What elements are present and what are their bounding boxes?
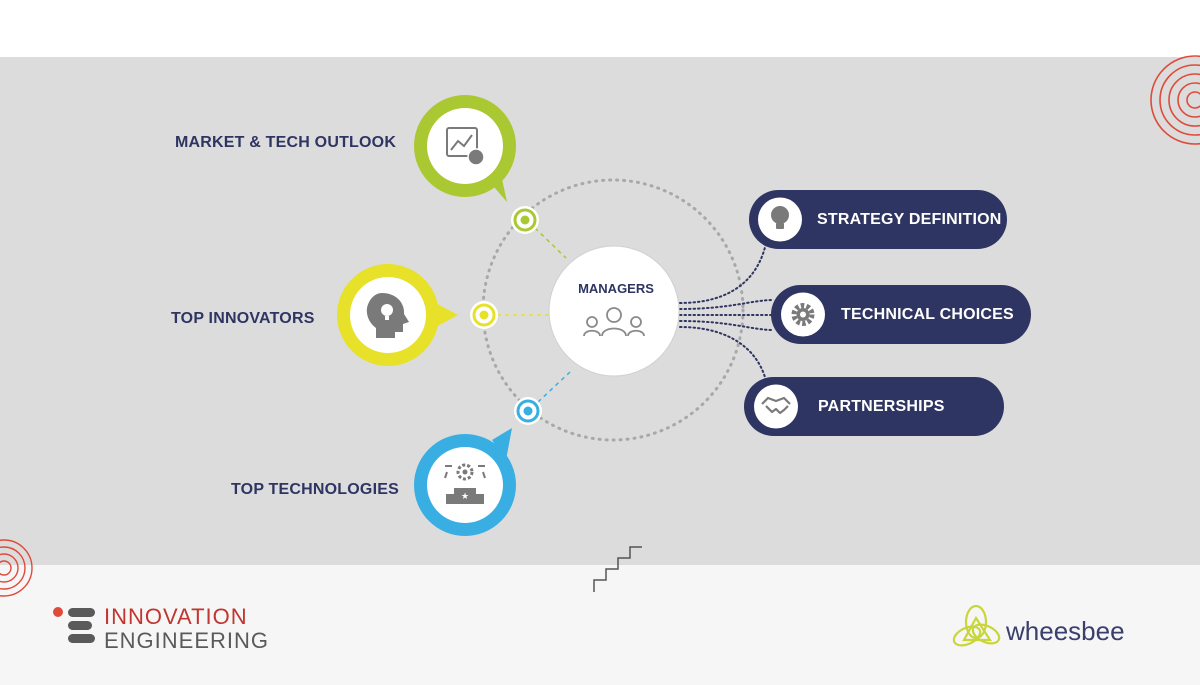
node-technologies: [514, 397, 542, 425]
label-top-innovators: TOP INNOVATORS: [171, 310, 315, 327]
output-connectors: [679, 237, 774, 386]
chart-report-icon: [446, 127, 485, 166]
pill-strategy: [749, 190, 1007, 249]
node-market: [511, 206, 539, 234]
hub-label: MANAGERS: [578, 281, 654, 296]
brand-engineering: ENGINEERING: [104, 628, 270, 653]
svg-text:★: ★: [461, 491, 469, 501]
idea-head-icon: [366, 293, 409, 338]
people-group-icon: [583, 307, 645, 337]
concentric-rings-top-right-icon: [1150, 55, 1200, 145]
badge-technologies: ★: [414, 428, 516, 536]
tech-podium-icon: ★: [444, 463, 486, 504]
pill-partnerships: [744, 377, 1004, 436]
node-innovators: [470, 301, 498, 329]
badge-market: [414, 95, 516, 202]
label-top-technologies: TOP TECHNOLOGIES: [231, 481, 399, 498]
gear-icon: [791, 303, 815, 326]
staircase-icon: [593, 546, 642, 592]
brand-wheesbee: wheesbee: [1006, 616, 1125, 646]
label-strategy-definition: STRATEGY DEFINITION: [817, 211, 1002, 228]
label-partnerships: PARTNERSHIPS: [818, 398, 945, 415]
handshake-icon: [761, 396, 791, 415]
pill-technical: [771, 285, 1031, 344]
wheesbee-logo-icon: [952, 604, 1001, 647]
lightbulb-icon: [771, 206, 789, 229]
hub-circle: [548, 245, 680, 377]
concentric-rings-bottom-left-icon: [0, 539, 33, 597]
connector-technologies: [537, 371, 571, 403]
brand-innovation: INNOVATION: [104, 604, 248, 629]
badge-innovators: [337, 264, 458, 366]
label-technical-choices: TECHNICAL CHOICES: [841, 306, 1014, 323]
connector-market: [534, 227, 567, 259]
label-market-tech-outlook: MARKET & TECH OUTLOOK: [175, 134, 397, 151]
footer-bar: [0, 565, 1200, 685]
innovation-engineering-logo-icon: [53, 607, 95, 643]
